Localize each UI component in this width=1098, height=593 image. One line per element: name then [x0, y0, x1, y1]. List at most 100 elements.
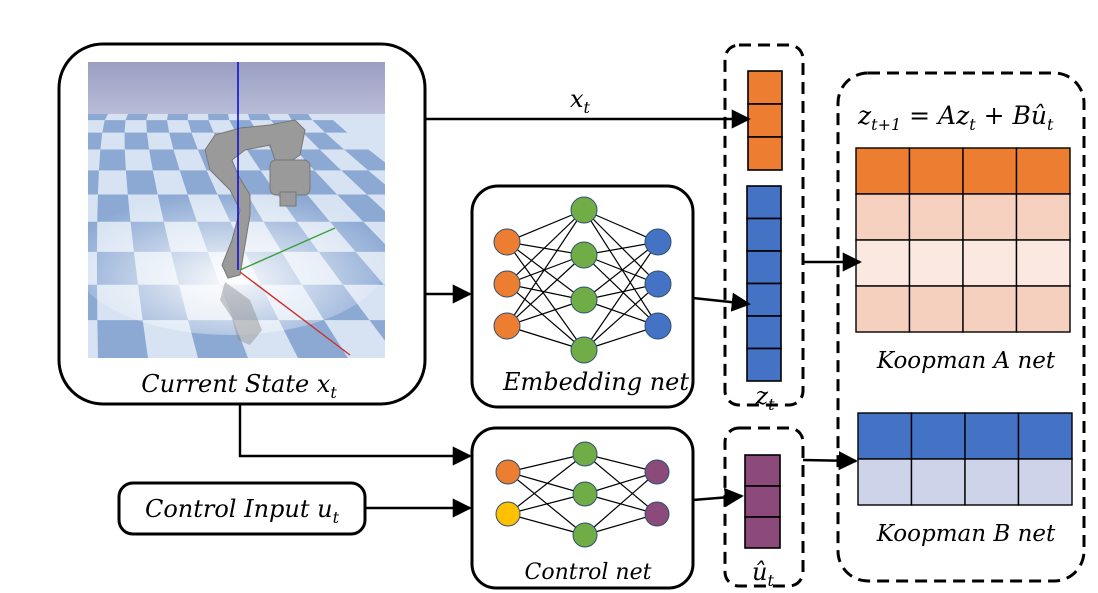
latent-vector-cell [746, 250, 782, 285]
floor-tile [124, 132, 150, 150]
floor-tile [88, 170, 99, 195]
koopman-a-cell [1015, 285, 1071, 333]
floor-tile [248, 114, 271, 121]
koopman-b-cell [1017, 412, 1073, 460]
current-state-label: Current State xt [141, 370, 337, 402]
network-node [644, 312, 672, 340]
floor-tile [187, 120, 214, 133]
network-node [493, 228, 521, 256]
network-node [644, 501, 670, 527]
network-node [572, 522, 598, 548]
network-edge [507, 453, 586, 515]
network-node [572, 481, 598, 507]
network-edge [583, 283, 659, 351]
robot-shadow-icon [220, 282, 262, 345]
koopman-b-matrix [857, 412, 1073, 506]
embedding-net-label: Embedding net [502, 368, 689, 396]
latent-container [723, 43, 805, 407]
koopman-b-cell [964, 412, 1020, 460]
koopman-a-cell [908, 239, 964, 287]
network-node [493, 312, 521, 340]
koopman-b-cell [910, 412, 966, 460]
arrow-control-net-to-u [692, 487, 744, 507]
floor-tile [167, 114, 188, 121]
koopman-a-matrix [855, 147, 1071, 333]
latent-label: zt [754, 382, 775, 414]
koopman-a-cell [1015, 147, 1071, 195]
floor-tile [88, 132, 103, 150]
network-edge [506, 283, 585, 351]
koopman-a-cell [908, 147, 964, 195]
network-edge [584, 453, 658, 515]
floor-tile [344, 149, 385, 171]
floor-tile [97, 320, 148, 358]
koopman-a-cell [855, 193, 911, 241]
floor-tile [341, 170, 385, 195]
arrow-state-to-control-net [238, 404, 472, 466]
control-latent-vector-cell [744, 516, 781, 549]
network-edge [506, 209, 585, 243]
koopman-a-cell [855, 285, 911, 333]
network-edge [507, 493, 586, 515]
koopman-b-cell [1017, 458, 1073, 506]
floor-tile [169, 132, 198, 150]
floor-tile [125, 114, 148, 121]
koopman-a-cell [855, 147, 911, 195]
floor-tile [288, 114, 313, 121]
network-node [570, 196, 598, 224]
latent-vector-cell [746, 217, 782, 252]
koopman-a-cell [908, 193, 964, 241]
control-latent-container [723, 426, 805, 588]
koopman-b-cell [857, 412, 913, 460]
network-node [644, 228, 672, 256]
floor-tile [295, 149, 342, 171]
koopman-a-cell [962, 147, 1018, 195]
floor-tile [337, 194, 385, 222]
koopman-b-label: Koopman B net [876, 521, 1056, 547]
arrow-u-to-koopman-b [802, 451, 858, 471]
network-edge [584, 471, 658, 536]
koopman-equation: zt+1 = Azt + Bût [857, 101, 1054, 134]
koopman-a-cell [855, 239, 911, 287]
network-edge [506, 299, 585, 327]
floor-tile [0, 285, 15, 320]
network-node [570, 241, 598, 269]
koopman-a-cell [962, 193, 1018, 241]
floor-tile [149, 149, 180, 171]
floor-tile [102, 120, 126, 133]
control-latent-vector-cell [744, 485, 781, 518]
network-edge [507, 453, 586, 473]
control-net-label: Control net [525, 560, 652, 585]
embedding-network-graph [493, 196, 672, 364]
network-node [644, 459, 670, 485]
control-latent-label: ût [752, 558, 774, 590]
floor-tile [302, 132, 345, 150]
network-edge [583, 241, 659, 351]
arrows [238, 109, 862, 518]
robot-arm-icon [204, 119, 311, 279]
koopman-a-cell [962, 285, 1018, 333]
floor-tile [15, 252, 60, 285]
latent-vector-cell [746, 347, 782, 382]
network-node [493, 270, 521, 298]
floor-tile [278, 320, 348, 358]
network-node [572, 441, 598, 467]
floor-tile [369, 320, 385, 341]
network-node [570, 336, 598, 364]
network-edge [583, 241, 659, 301]
koopman-b-cell [964, 458, 1020, 506]
floor-tile [146, 120, 170, 133]
floor-tile [383, 284, 385, 286]
koopman-a-cell [1015, 193, 1071, 241]
koopman-b-cell [857, 458, 913, 506]
control-latent-vector-cell [744, 454, 781, 487]
state-input-label: xt [570, 85, 591, 117]
state-vector-cell [747, 70, 783, 105]
network-edge [506, 254, 585, 285]
koopman-a-cell [962, 239, 1018, 287]
network-edge [584, 471, 658, 495]
floor-tile [8, 170, 45, 194]
network-edge [507, 513, 586, 536]
latent-vector-cell [746, 315, 782, 350]
